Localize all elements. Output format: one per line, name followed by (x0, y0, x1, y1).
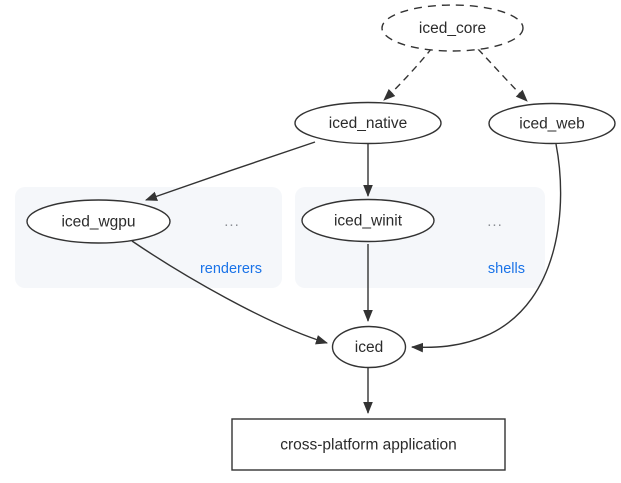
node-iced_native[interactable]: iced_native (294, 101, 442, 145)
node-iced[interactable]: iced (331, 325, 407, 369)
node-iced_wgpu[interactable]: iced_wgpu (26, 199, 171, 244)
node-iced_wgpu-label: iced_wgpu (61, 214, 135, 231)
node-application-label: cross-platform application (280, 437, 457, 454)
node-iced_core-label: iced_core (419, 20, 486, 37)
edge-iced_native-to-iced_wgpu (145, 141, 316, 201)
node-iced-shape[interactable] (331, 325, 407, 369)
node-iced_core[interactable]: iced_core (381, 4, 524, 52)
node-iced_core-shape[interactable] (381, 4, 524, 52)
node-iced_winit-label: iced_winit (334, 213, 403, 230)
edge-iced_wgpu-to-iced (131, 240, 329, 345)
node-iced_web-shape[interactable] (488, 102, 616, 145)
edge-iced_web-to-iced (410, 143, 562, 353)
edge-iced_core-to-iced_native (383, 47, 433, 101)
edge-iced_core-to-iced_web (477, 48, 528, 102)
cluster-shells-ellipsis: ... (487, 213, 503, 230)
node-iced_winit[interactable]: iced_winit (301, 198, 435, 243)
cluster-renderers-label: renderers (200, 261, 262, 277)
node-iced_winit-shape[interactable] (301, 198, 435, 243)
node-iced_native-label: iced_native (329, 115, 407, 132)
cluster-renderers-ellipsis: ... (224, 213, 240, 230)
node-iced_web[interactable]: iced_web (488, 102, 616, 145)
node-iced_web-label: iced_web (519, 116, 585, 133)
node-iced_native-shape[interactable] (294, 101, 442, 145)
edges-layer (131, 47, 562, 415)
node-iced-label: iced (355, 339, 383, 356)
node-iced_wgpu-shape[interactable] (26, 199, 171, 244)
node-application-shape[interactable] (231, 418, 506, 471)
cluster-shells-label: shells (488, 261, 525, 277)
node-application[interactable]: cross-platform application (231, 418, 506, 471)
